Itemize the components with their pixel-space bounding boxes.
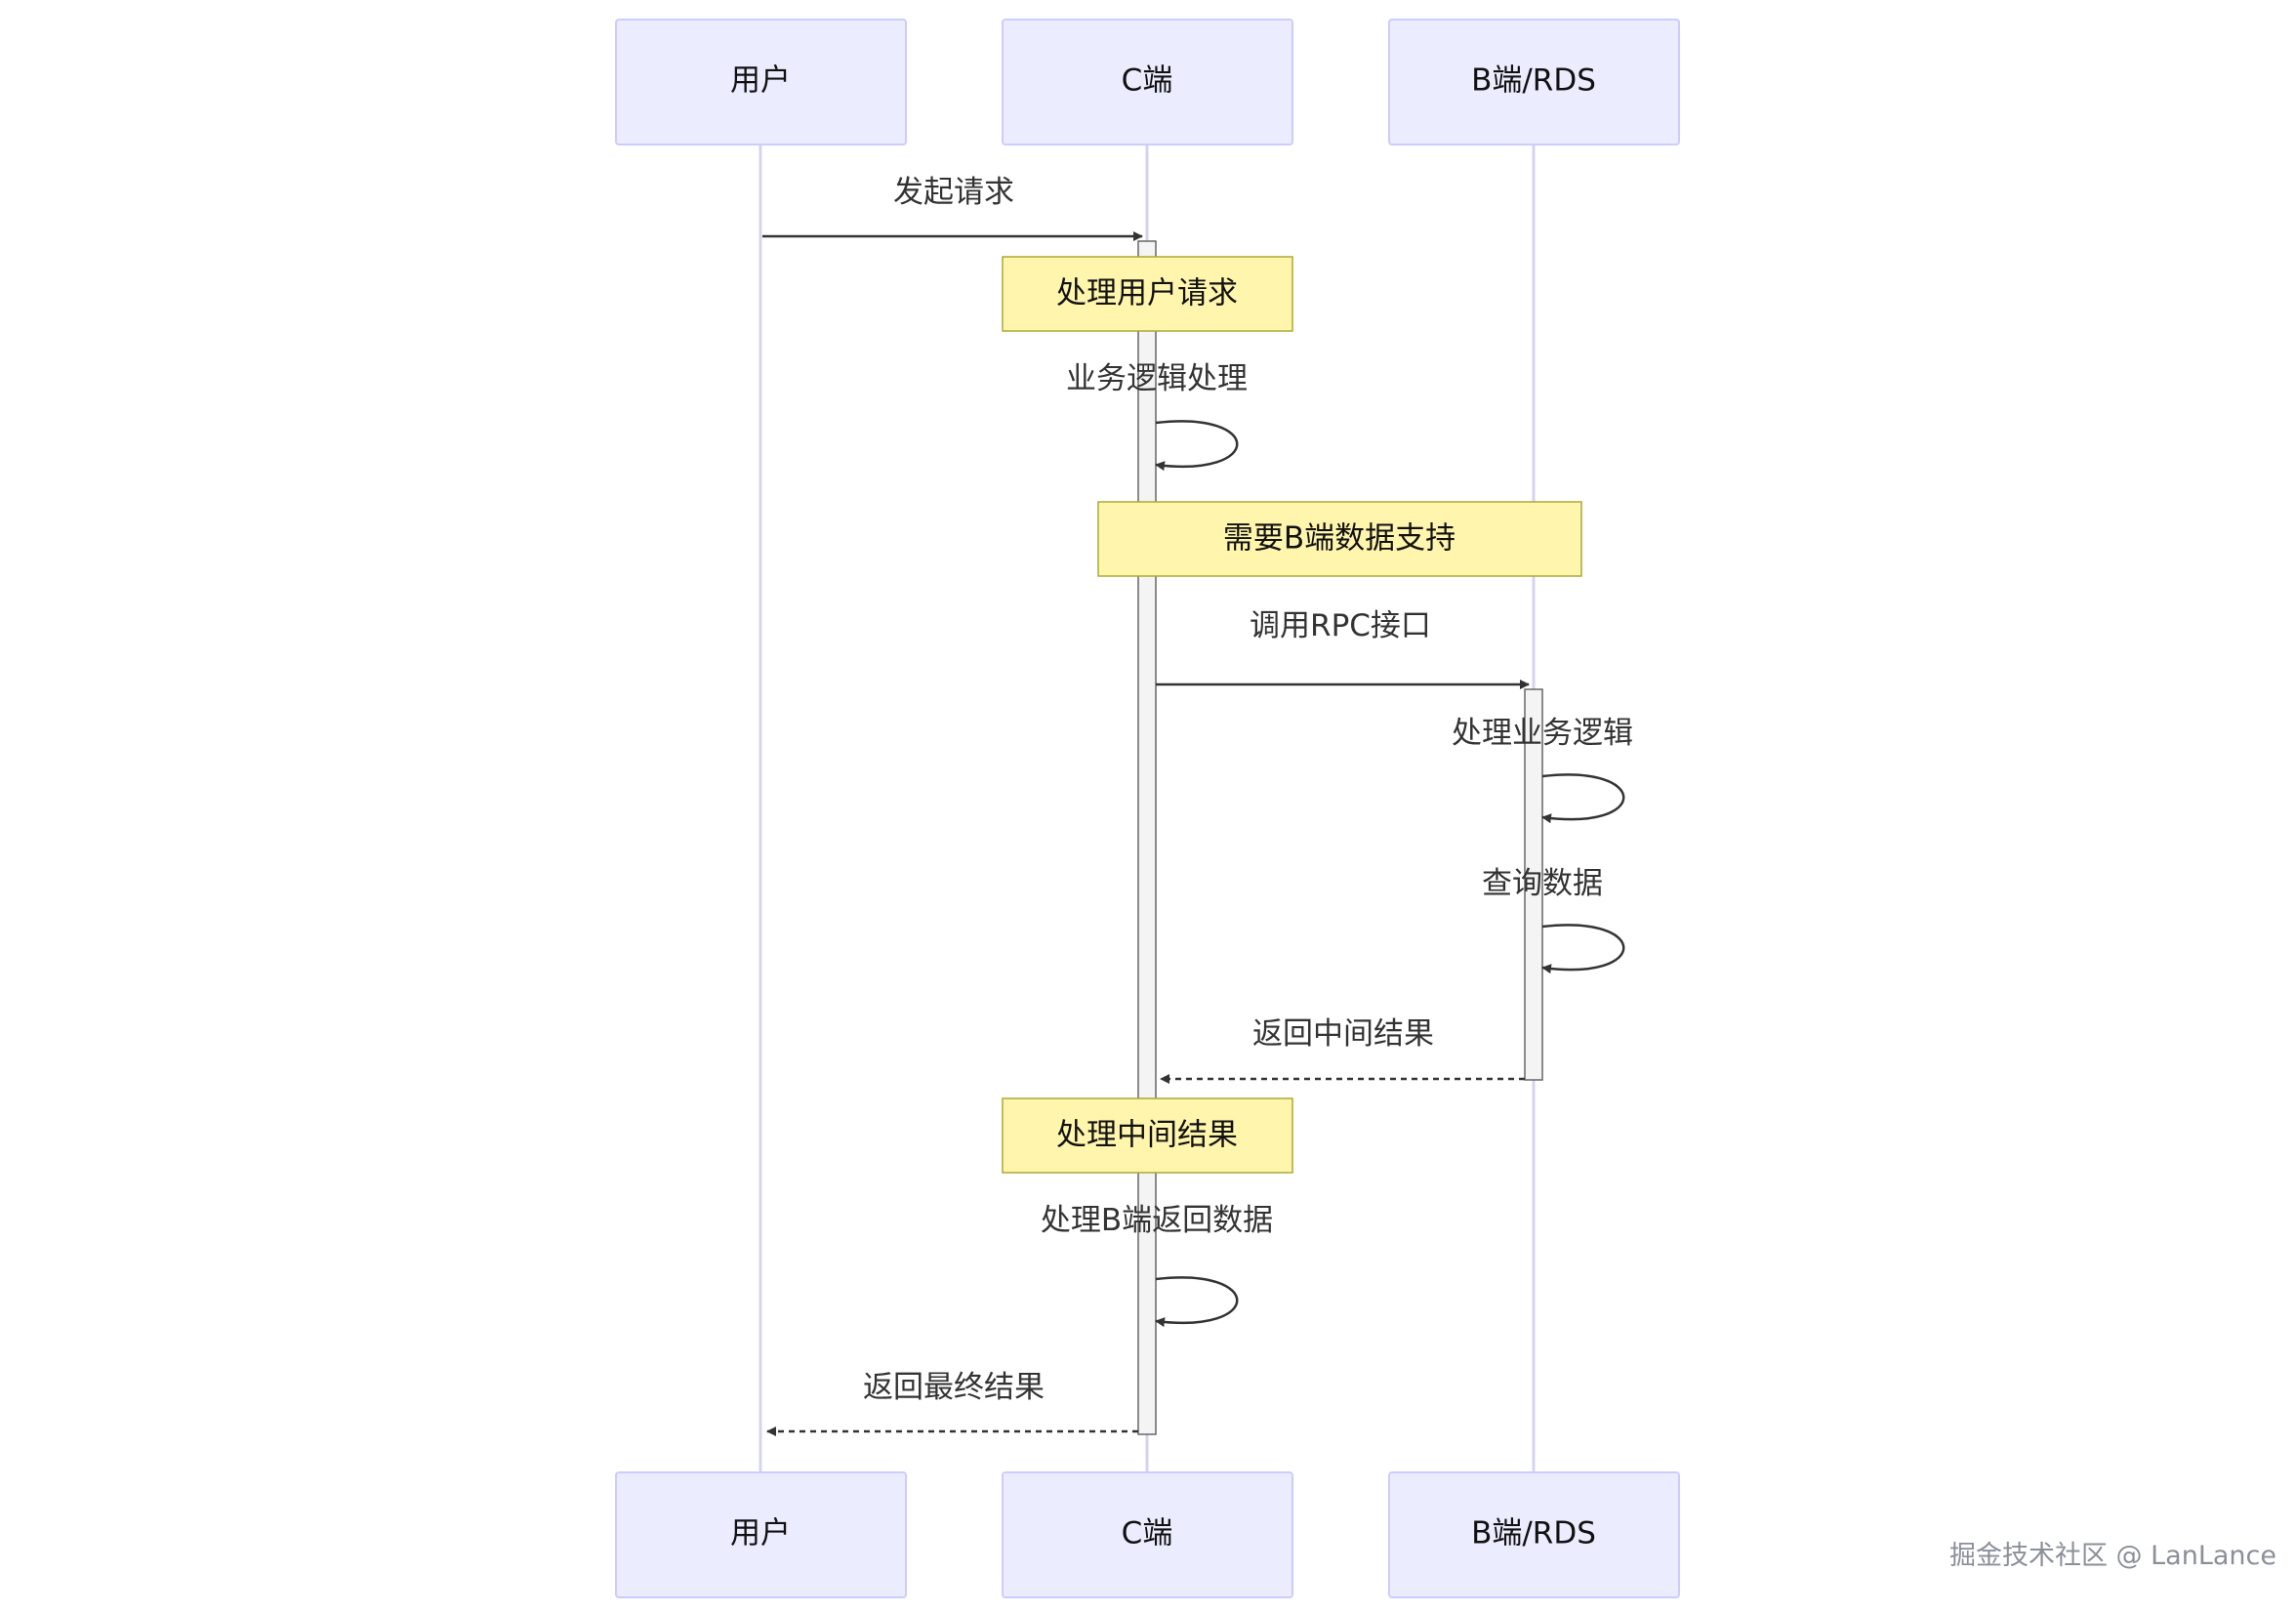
note-process-user-request: 处理用户请求 xyxy=(1002,256,1293,332)
message-return-intermediate: 返回中间结果 xyxy=(1160,1016,1525,1084)
actor-c-top[interactable]: C端 xyxy=(1002,19,1293,145)
message-return-final: 返回最终结果 xyxy=(766,1370,1138,1436)
actor-label: 用户 xyxy=(730,1516,791,1551)
actor-label: B端/RDS xyxy=(1471,1516,1596,1551)
actor-user-top[interactable]: 用户 xyxy=(615,19,907,145)
note-process-intermediate: 处理中间结果 xyxy=(1002,1097,1293,1174)
message-send-request: 发起请求 xyxy=(762,175,1143,241)
message-business-logic-self: 业务逻辑处理 xyxy=(1066,361,1248,472)
note-label: 需要B端数据支持 xyxy=(1223,521,1456,557)
message-label: 处理业务逻辑 xyxy=(1452,716,1633,751)
message-query-data-self: 查询数据 xyxy=(1482,866,1625,974)
actor-b-top[interactable]: B端/RDS xyxy=(1388,19,1680,145)
message-label: 查询数据 xyxy=(1482,866,1603,901)
actor-label: B端/RDS xyxy=(1471,63,1596,99)
activation-b xyxy=(1524,688,1543,1081)
message-call-rpc: 调用RPC接口 xyxy=(1156,608,1530,689)
actor-label: C端 xyxy=(1122,1516,1173,1551)
note-label: 处理中间结果 xyxy=(1056,1118,1238,1153)
activation-c xyxy=(1137,240,1157,1435)
actor-label: C端 xyxy=(1122,63,1173,99)
note-label: 处理用户请求 xyxy=(1056,276,1238,311)
watermark: 掘金技术社区 @ LanLance xyxy=(1948,1541,2276,1571)
message-label: 返回最终结果 xyxy=(863,1370,1045,1405)
message-label: 处理B端返回数据 xyxy=(1041,1203,1273,1238)
message-label: 返回中间结果 xyxy=(1252,1016,1434,1052)
message-label: 业务逻辑处理 xyxy=(1066,361,1248,396)
note-need-b-data: 需要B端数据支持 xyxy=(1097,501,1582,577)
actor-label: 用户 xyxy=(730,63,791,99)
message-process-business-self: 处理业务逻辑 xyxy=(1452,716,1633,824)
actor-c-bottom[interactable]: C端 xyxy=(1002,1471,1293,1598)
actor-b-bottom[interactable]: B端/RDS xyxy=(1388,1471,1680,1598)
message-process-b-data-self: 处理B端返回数据 xyxy=(1041,1203,1273,1328)
message-label: 发起请求 xyxy=(893,175,1014,210)
message-label: 调用RPC接口 xyxy=(1250,608,1431,643)
actor-user-bottom[interactable]: 用户 xyxy=(615,1471,907,1598)
